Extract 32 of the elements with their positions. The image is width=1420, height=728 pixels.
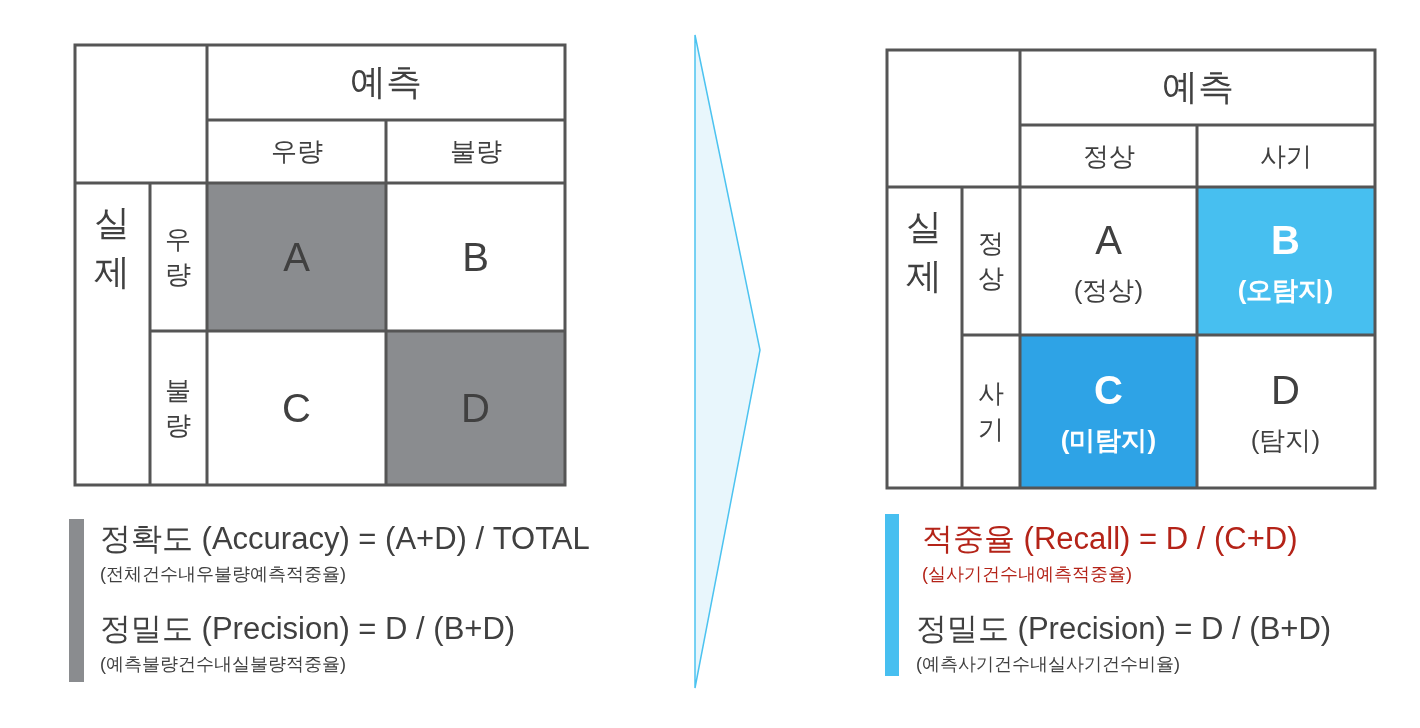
header-text: 예측 — [1161, 65, 1234, 109]
formula-text: 정밀도 (Precision) = D / (B+D) — [100, 610, 516, 648]
header-text: 정상 — [977, 226, 1005, 295]
header-text: 예측 — [350, 60, 422, 104]
cell-letter: B — [462, 234, 489, 280]
header-text: 사기 — [977, 377, 1005, 446]
cell-note: (정상) — [1073, 273, 1144, 307]
cell-letter: C — [282, 385, 311, 431]
header-text: 실제 — [93, 201, 132, 294]
header-text: 정상 — [1082, 139, 1135, 173]
formula-note: (예측불량건수내실불량적중율) — [100, 653, 346, 676]
cell-letter: A — [1095, 217, 1122, 263]
cell-letter: D — [1271, 367, 1300, 413]
cell-note: (탐지) — [1250, 423, 1321, 457]
formula-text: 정밀도 (Precision) = D / (B+D) — [916, 610, 1332, 648]
cell-note: (오탐지) — [1237, 273, 1334, 307]
formula-note: (예측사기건수내실사기건수비율) — [916, 653, 1180, 676]
header-text: 불량 — [449, 135, 502, 168]
header-text: 실제 — [905, 205, 944, 298]
formula-text: 정확도 (Accuracy) = (A+D) / TOTAL — [100, 520, 590, 558]
header-text: 불량 — [164, 373, 193, 442]
formula-text: 적중율 (Recall) = D / (C+D) — [922, 520, 1298, 558]
cell-note: (미탐지) — [1060, 423, 1157, 457]
formula-note: (실사기건수내예측적중율) — [922, 563, 1132, 586]
cell-letter: D — [461, 385, 490, 431]
header-text: 사기 — [1259, 139, 1312, 173]
header-text: 우량 — [164, 222, 193, 291]
cell-letter: B — [1271, 217, 1300, 263]
header-text: 우량 — [270, 135, 323, 168]
formula-note: (전체건수내우불량예측적중율) — [100, 563, 346, 586]
cell-letter: C — [1094, 367, 1123, 413]
cell-letter: A — [283, 234, 310, 280]
